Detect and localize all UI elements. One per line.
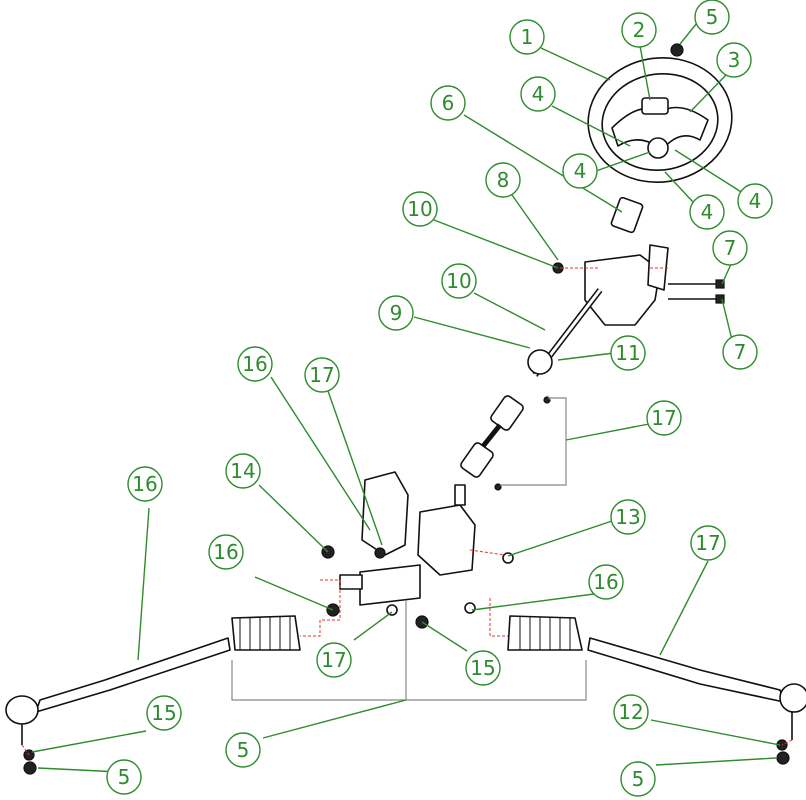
callout-7: 7 xyxy=(722,334,758,370)
svg-text:7: 7 xyxy=(734,340,747,364)
svg-text:17: 17 xyxy=(695,531,720,555)
callout-16: 13 xyxy=(610,499,646,535)
callout-17: 14 xyxy=(225,453,261,489)
callout-2: 2 xyxy=(621,12,657,48)
callout-16: 17 xyxy=(304,357,340,393)
callout-10: 10 xyxy=(402,191,438,227)
callout-4: 4 xyxy=(689,194,725,230)
callout-17: 16 xyxy=(208,534,244,570)
callout-14: 16 xyxy=(127,466,163,502)
svg-text:17: 17 xyxy=(321,648,346,672)
callout-4: 4 xyxy=(562,153,598,189)
svg-text:4: 4 xyxy=(532,82,545,106)
callout-5: 5 xyxy=(620,761,656,797)
svg-text:10: 10 xyxy=(446,269,471,293)
svg-text:14: 14 xyxy=(230,459,255,483)
svg-text:7: 7 xyxy=(724,236,737,260)
svg-text:16: 16 xyxy=(213,540,238,564)
leader-lines xyxy=(31,22,781,774)
svg-text:11: 11 xyxy=(615,341,640,365)
svg-text:16: 16 xyxy=(593,570,618,594)
svg-text:8: 8 xyxy=(497,168,510,192)
tie-rod-left xyxy=(5,637,231,745)
svg-text:15: 15 xyxy=(470,656,495,680)
steering-wheel xyxy=(587,56,733,184)
boot-right xyxy=(507,615,583,651)
svg-text:1: 1 xyxy=(521,25,534,49)
callout-10: 10 xyxy=(441,263,477,299)
callout-10: 11 xyxy=(610,335,646,371)
svg-text:4: 4 xyxy=(749,189,762,213)
svg-text:6: 6 xyxy=(442,91,455,115)
svg-text:5: 5 xyxy=(632,767,645,791)
callout-3: 3 xyxy=(716,42,752,78)
callout-1: 1 xyxy=(509,19,545,55)
svg-text:16: 16 xyxy=(242,352,267,376)
callout-13: 17 xyxy=(690,525,726,561)
svg-text:4: 4 xyxy=(701,200,714,224)
callout-7: 7 xyxy=(712,230,748,266)
svg-text:5: 5 xyxy=(706,5,719,29)
callout-15: 15 xyxy=(146,695,182,731)
svg-text:4: 4 xyxy=(574,159,587,183)
nut-top xyxy=(670,43,684,57)
tie-rod-right xyxy=(587,637,806,740)
callout-6: 6 xyxy=(430,85,466,121)
intermediate-shaft xyxy=(460,395,551,491)
svg-text:2: 2 xyxy=(633,18,646,42)
svg-text:15: 15 xyxy=(151,701,176,725)
svg-text:9: 9 xyxy=(390,301,403,325)
callout-16: 17 xyxy=(316,642,352,678)
svg-text:5: 5 xyxy=(237,738,250,762)
svg-text:17: 17 xyxy=(651,406,676,430)
svg-text:12: 12 xyxy=(618,700,643,724)
column-bolts-7 xyxy=(668,279,725,304)
svg-text:17: 17 xyxy=(309,363,334,387)
callout-5: 5 xyxy=(694,0,730,35)
callout-5: 5 xyxy=(106,759,142,795)
callout-17: 15 xyxy=(465,650,501,686)
svg-text:16: 16 xyxy=(132,472,157,496)
steering-column xyxy=(527,196,669,377)
callout-17: 16 xyxy=(237,346,273,382)
callout-4: 4 xyxy=(520,76,556,112)
callout-9: 9 xyxy=(378,295,414,331)
svg-text:13: 13 xyxy=(615,505,640,529)
svg-text:5: 5 xyxy=(118,765,131,789)
svg-text:10: 10 xyxy=(407,197,432,221)
svg-text:3: 3 xyxy=(728,48,741,72)
steering-gear-motor xyxy=(339,471,476,606)
boot-left xyxy=(231,615,301,651)
callout-15: 12 xyxy=(613,694,649,730)
bracket-lines xyxy=(231,397,587,701)
callout-4: 4 xyxy=(737,183,773,219)
callout-11: 17 xyxy=(646,400,682,436)
callout-16: 16 xyxy=(588,564,624,600)
callout-8: 8 xyxy=(485,162,521,198)
callout-12: 5 xyxy=(225,732,261,768)
